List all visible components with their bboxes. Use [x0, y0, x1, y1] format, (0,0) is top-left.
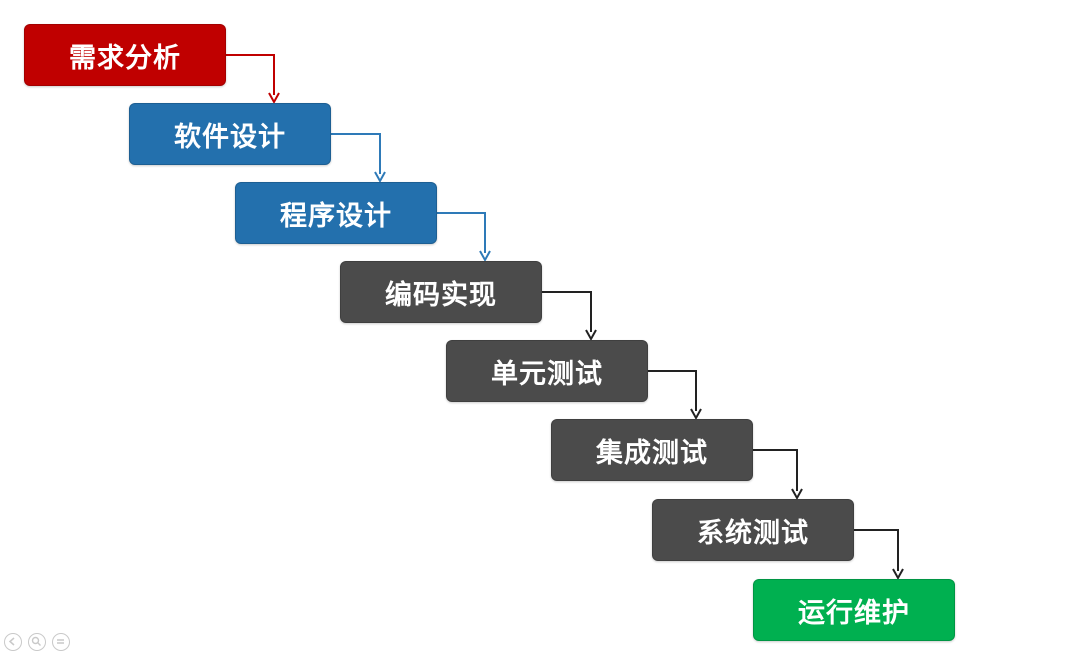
step-operation-maintenance: 运行维护: [753, 579, 955, 641]
connector-arrowhead: [791, 488, 803, 501]
connector-arrow: [854, 529, 899, 571]
step-software-design: 软件设计: [129, 103, 331, 165]
connector-arrow: [648, 370, 697, 411]
step-requirements-analysis: 需求分析: [24, 24, 226, 86]
connector-arrowhead: [585, 329, 597, 342]
viewer-toolbar: [4, 633, 70, 651]
step-coding: 编码实现: [340, 261, 542, 323]
connector-arrowhead: [268, 92, 280, 105]
step-integration-testing: 集成测试: [551, 419, 753, 481]
previous-icon[interactable]: [4, 633, 22, 651]
connector-arrow: [437, 212, 486, 253]
step-unit-testing: 单元测试: [446, 340, 648, 402]
connector-arrow: [753, 449, 798, 491]
connector-arrow: [542, 291, 592, 332]
connector-arrow: [226, 54, 275, 95]
connector-arrow: [331, 133, 381, 174]
step-system-testing: 系统测试: [652, 499, 854, 561]
connector-arrowhead: [892, 568, 904, 581]
zoom-icon[interactable]: [28, 633, 46, 651]
connector-arrowhead: [374, 171, 386, 184]
menu-icon[interactable]: [52, 633, 70, 651]
step-program-design: 程序设计: [235, 182, 437, 244]
connector-arrowhead: [479, 250, 491, 263]
connector-arrowhead: [690, 408, 702, 421]
